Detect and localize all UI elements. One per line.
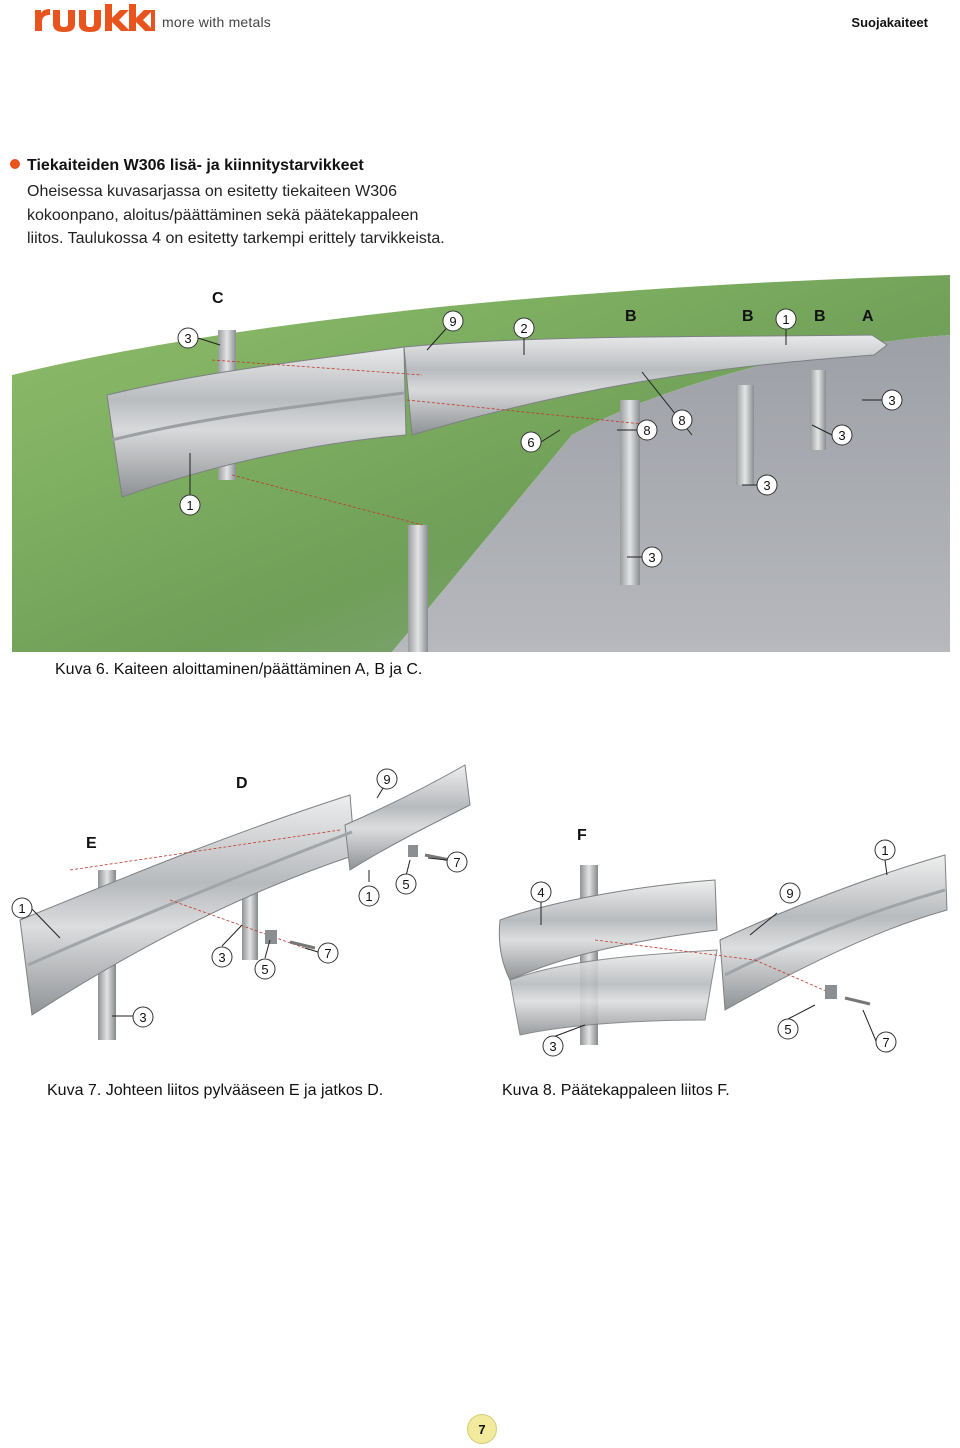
svg-text:7: 7 (882, 1035, 889, 1050)
svg-text:3: 3 (139, 1010, 146, 1025)
svg-text:3: 3 (648, 550, 655, 565)
callout-1: 1 (11, 897, 33, 919)
svg-text:3: 3 (218, 950, 225, 965)
callout-9: 9 (376, 768, 398, 790)
page-number: 7 (467, 1414, 497, 1444)
figure-6-caption: Kuva 6. Kaiteen aloittaminen/päättäminen… (55, 661, 423, 678)
callout-4: 4 (530, 881, 552, 903)
ruukki-logo (35, 4, 155, 32)
svg-text:9: 9 (786, 886, 793, 901)
callout-letter-d: D (236, 775, 248, 792)
svg-text:3: 3 (549, 1039, 556, 1054)
callout-3: 3 (641, 546, 663, 568)
callout-3: 3 (177, 327, 199, 349)
figure-6-guardrail-illustration: C B B B A 3 9 2 1 3 6 8 8 3 1 3 3 (12, 275, 950, 652)
svg-text:3: 3 (184, 331, 191, 346)
svg-text:9: 9 (449, 314, 456, 329)
callout-3: 3 (831, 424, 853, 446)
callout-letter-f: F (577, 827, 587, 844)
callout-letter-b: B (742, 308, 754, 325)
intro-paragraph: Oheisessa kuvasarjassa on esitetty tieka… (27, 183, 445, 247)
callout-2: 2 (513, 317, 535, 339)
figure-8-end-piece-illustration: F 1 4 9 3 5 7 (498, 827, 948, 1057)
brand-tagline: more with metals (162, 14, 272, 30)
callout-3: 3 (132, 1006, 154, 1028)
svg-text:6: 6 (527, 435, 534, 450)
callout-letter-e: E (86, 835, 97, 852)
svg-text:4: 4 (537, 885, 544, 900)
svg-text:2: 2 (520, 321, 527, 336)
bullet-icon (10, 159, 20, 169)
svg-text:8: 8 (678, 413, 685, 428)
callout-8: 8 (671, 409, 693, 431)
svg-text:3: 3 (888, 393, 895, 408)
callout-3: 3 (881, 389, 903, 411)
callout-9: 9 (442, 310, 464, 332)
svg-text:8: 8 (643, 423, 650, 438)
callout-7: 7 (446, 851, 468, 873)
section-heading: Tiekaiteiden W306 lisä- ja kiinnitystarv… (27, 157, 364, 174)
figure-7-joint-illustration: D E 9 7 1 5 1 3 5 7 3 (11, 764, 471, 1040)
svg-text:1: 1 (18, 901, 25, 916)
callout-1: 1 (874, 839, 896, 861)
figure-8-caption: Kuva 8. Päätekappaleen liitos F. (502, 1082, 730, 1099)
callout-letter-a: A (862, 308, 874, 325)
callout-5: 5 (254, 958, 276, 980)
callout-5: 5 (395, 873, 417, 895)
callout-5: 5 (777, 1018, 799, 1040)
callout-6: 6 (520, 431, 542, 453)
callout-9: 9 (779, 882, 801, 904)
svg-text:1: 1 (782, 312, 789, 327)
svg-text:7: 7 (453, 855, 460, 870)
callout-3: 3 (756, 474, 778, 496)
svg-text:7: 7 (324, 946, 331, 961)
callout-1: 1 (358, 885, 380, 907)
figure-7-caption: Kuva 7. Johteen liitos pylvääseen E ja j… (47, 1082, 384, 1099)
callout-3: 3 (211, 946, 233, 968)
svg-text:5: 5 (261, 962, 268, 977)
callout-1: 1 (775, 308, 797, 330)
svg-text:1: 1 (365, 889, 372, 904)
svg-text:9: 9 (383, 772, 390, 787)
svg-text:1: 1 (186, 498, 193, 513)
svg-text:3: 3 (838, 428, 845, 443)
svg-text:3: 3 (763, 478, 770, 493)
callout-7: 7 (317, 942, 339, 964)
svg-text:1: 1 (881, 843, 888, 858)
document-title: Suojakaiteet (851, 15, 928, 30)
svg-text:5: 5 (402, 877, 409, 892)
callout-1: 1 (179, 494, 201, 516)
svg-text:5: 5 (784, 1022, 791, 1037)
callout-8: 8 (636, 419, 658, 441)
callout-7: 7 (875, 1031, 897, 1053)
callout-letter-b: B (814, 308, 826, 325)
callout-3: 3 (542, 1035, 564, 1057)
callout-letter-c: C (212, 290, 224, 307)
callout-letter-b: B (625, 308, 637, 325)
